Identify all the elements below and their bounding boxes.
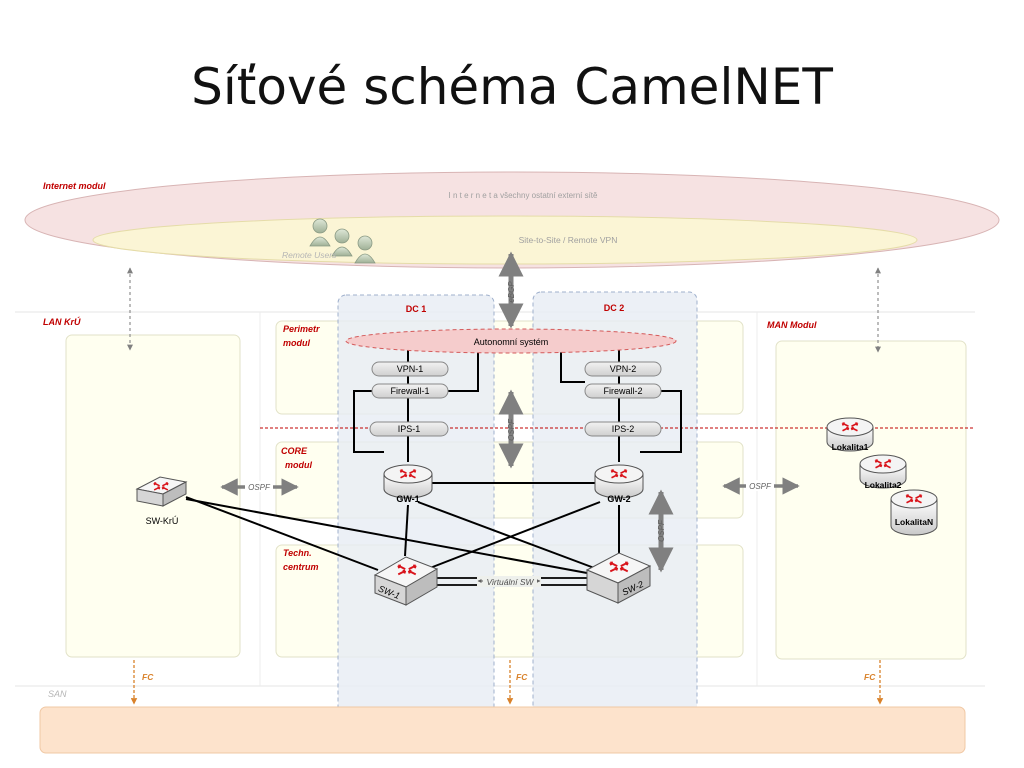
ips-1-label: IPS-1 bbox=[398, 424, 421, 434]
sw-kru-switch: SW-KrÚ bbox=[135, 476, 188, 526]
ospf-vertical-label: OSPF bbox=[507, 418, 516, 441]
sw-1-switch: SW-1 bbox=[373, 556, 439, 606]
lokalita1-router: Lokalita1 bbox=[826, 417, 874, 452]
core-label-2: modul bbox=[285, 460, 312, 470]
firewall-2-node: Firewall-2 bbox=[584, 383, 662, 399]
perimeter-links bbox=[353, 350, 682, 462]
ospf-gw-sw-label: OSPF bbox=[657, 519, 666, 542]
man-label: MAN Modul bbox=[767, 320, 817, 330]
internet-caption: I n t e r n e t a všechny ostatní extern… bbox=[449, 191, 599, 200]
vpn-1-node: VPN-1 bbox=[371, 361, 449, 377]
sw-2-switch: SW-2 bbox=[585, 552, 652, 604]
remote-users-icon bbox=[309, 218, 376, 264]
gw-1-router: GW-1 bbox=[383, 464, 433, 504]
lokalitan-router: LokalitaN bbox=[890, 489, 938, 536]
fc-lan-label: FC bbox=[142, 672, 154, 682]
lokalita2-router: Lokalita2 bbox=[859, 454, 907, 490]
ebgp-label: eBGP bbox=[507, 281, 516, 303]
man-module-box bbox=[775, 340, 967, 660]
core-mesh-links bbox=[185, 482, 620, 574]
internet-modul-label: Internet modul bbox=[43, 181, 106, 191]
ospf-lan-label: OSPF bbox=[248, 483, 271, 492]
ips-2-node: IPS-2 bbox=[584, 421, 662, 437]
lokalita2-label: Lokalita2 bbox=[865, 480, 902, 490]
remote-users-label: Remote Users bbox=[282, 250, 337, 260]
ips-1-node: IPS-1 bbox=[369, 421, 449, 437]
autonomous-system-label: Autonomní systém bbox=[474, 337, 549, 347]
dc2-label: DC 2 bbox=[604, 303, 625, 313]
firewall-1-node: Firewall-1 bbox=[371, 383, 449, 399]
ips-2-label: IPS-2 bbox=[612, 424, 635, 434]
dc1-label: DC 1 bbox=[406, 304, 427, 314]
lokalita1-label: Lokalita1 bbox=[832, 442, 869, 452]
firewall-1-label: Firewall-1 bbox=[390, 386, 429, 396]
vpn-1-label: VPN-1 bbox=[397, 364, 424, 374]
autonomous-system bbox=[345, 328, 677, 354]
lokalitan-label: LokalitaN bbox=[895, 517, 933, 527]
vpn-zone bbox=[92, 215, 918, 265]
vpn-2-node: VPN-2 bbox=[584, 361, 662, 377]
vpn-caption: Site-to-Site / Remote VPN bbox=[519, 235, 618, 245]
techn-label-1: Techn. bbox=[283, 548, 312, 558]
perimetr-label-1: Perimetr bbox=[283, 324, 320, 334]
vpn-2-label: VPN-2 bbox=[610, 364, 637, 374]
fc-man-label: FC bbox=[864, 672, 876, 682]
page-title: Síťové schéma CamelNET bbox=[191, 58, 833, 116]
dc1-box bbox=[337, 294, 495, 727]
sw-kru-label: SW-KrÚ bbox=[146, 516, 179, 526]
dc2-box bbox=[532, 291, 698, 723]
gw-2-router: GW-2 bbox=[594, 464, 644, 504]
ospf-man-label: OSPF bbox=[749, 482, 772, 491]
san-box bbox=[39, 706, 966, 754]
gw-2-label: GW-2 bbox=[607, 494, 630, 504]
core-label-1: CORE bbox=[281, 446, 308, 456]
fc-core-label: FC bbox=[516, 672, 528, 682]
perimetr-label-2: modul bbox=[283, 338, 310, 348]
virtual-sw-label: Virtuální SW bbox=[486, 577, 534, 587]
techn-label-2: centrum bbox=[283, 562, 319, 572]
firewall-2-label: Firewall-2 bbox=[603, 386, 642, 396]
san-label: SAN bbox=[48, 689, 67, 699]
lan-label: LAN KrÚ bbox=[43, 316, 81, 327]
gw-1-label: GW-1 bbox=[396, 494, 419, 504]
